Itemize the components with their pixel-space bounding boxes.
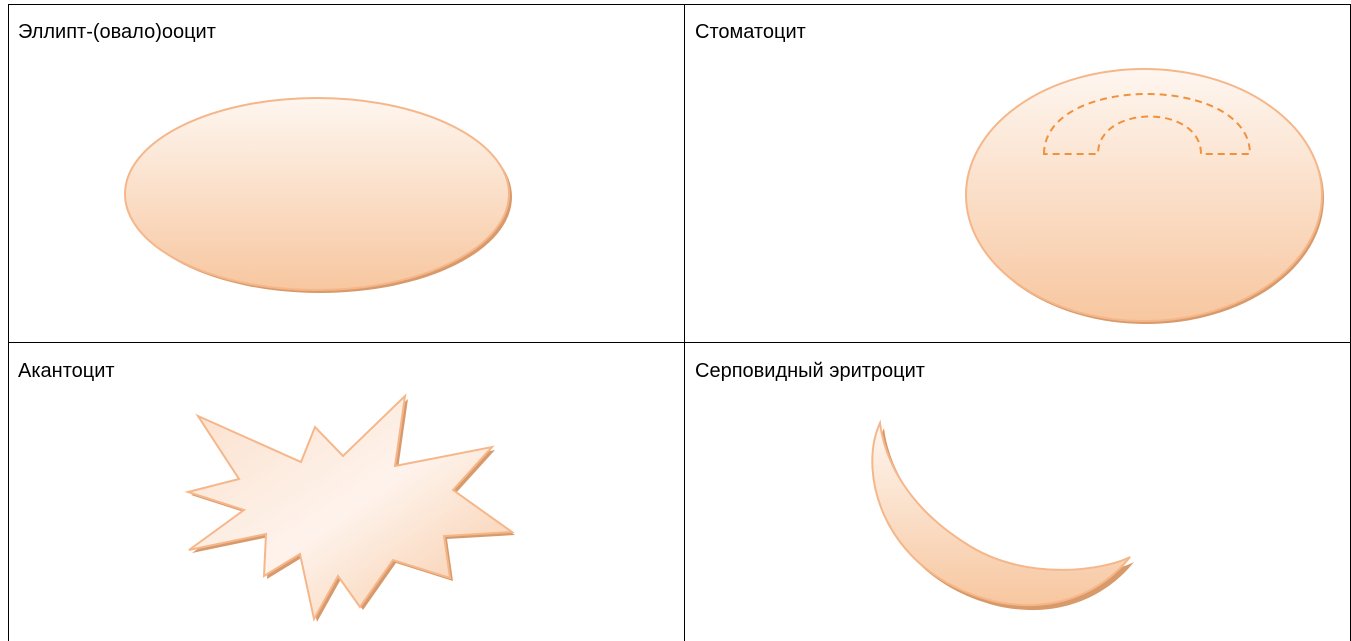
table-cell-ellipsocyte: Эллипт-(овало)ооцит bbox=[8, 4, 684, 342]
ellipse-icon bbox=[8, 4, 684, 342]
cell-shapes-table: Эллипт-(овало)ооцит Стоматоцит bbox=[8, 4, 1351, 641]
acanthocyte-icon bbox=[8, 343, 684, 641]
stomatocyte-icon bbox=[685, 4, 1351, 342]
table-cell-acanthocyte: Акантоцит bbox=[8, 343, 684, 641]
table-cell-stomatocyte: Стоматоцит bbox=[685, 4, 1351, 342]
table-cell-sickle-cell: Серповидный эритроцит bbox=[685, 343, 1351, 641]
sickle-cell-icon bbox=[685, 343, 1351, 641]
